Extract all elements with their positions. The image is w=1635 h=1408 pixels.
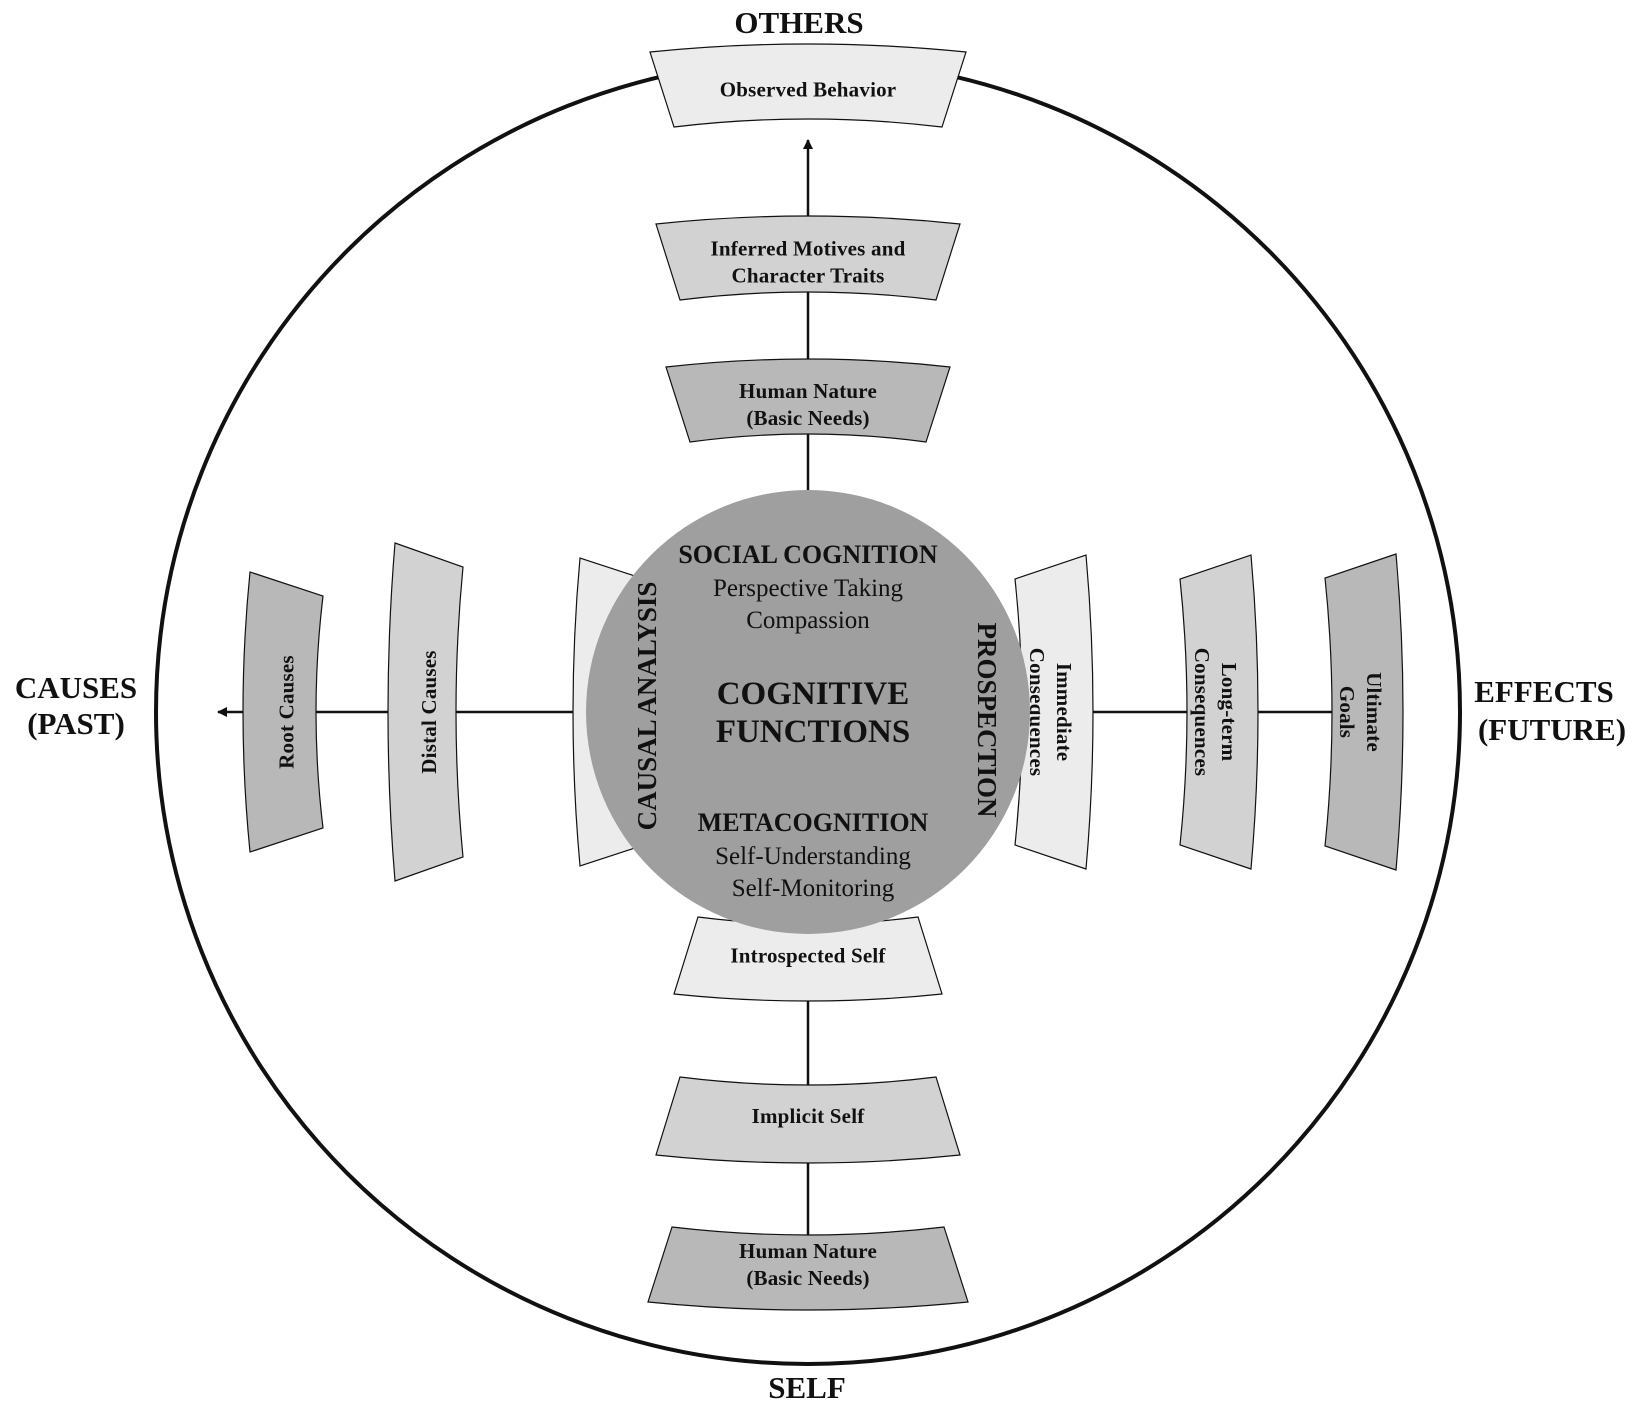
axis-label-others: OTHERS: [734, 5, 863, 40]
top-segment-0-shape: [665, 358, 951, 443]
metacognition-title: METACOGNITION: [698, 808, 929, 837]
left-segment-1-label-0: Distal Causes: [417, 650, 441, 773]
prospection-label: PROSPECTION: [972, 622, 1002, 818]
left-segment-2-shape: [242, 571, 324, 853]
axis-label-future: (FUTURE): [1478, 712, 1626, 747]
axis-label-causes: CAUSES: [15, 670, 137, 705]
left-segment-1-shape: [387, 542, 464, 882]
social-cognition-title: SOCIAL COGNITION: [678, 540, 938, 569]
core-circle: [586, 490, 1030, 934]
right-segment-1-shape: [1179, 554, 1259, 870]
segments-layer: Human Nature (Basic Needs) Inferred Motive…: [242, 43, 1404, 1311]
top-segment-1-shape: [655, 215, 961, 301]
axis-label-self: SELF: [768, 1370, 846, 1405]
bottom-segment-1: Implicit Self: [655, 1076, 961, 1164]
top-segment-2-shape: [649, 43, 967, 128]
bottom-segment-2-label-1: (Basic Needs): [746, 1266, 869, 1290]
left-segment-2-label-0: Root Causes: [275, 655, 299, 769]
bottom-segment-1-shape: [655, 1076, 961, 1164]
top-segment-0: Human Nature (Basic Needs): [665, 358, 951, 443]
center-core: SOCIAL COGNITION Perspective Taking Comp…: [586, 490, 1030, 934]
top-segment-2-label-0: Observed Behavior: [720, 78, 897, 102]
top-segment-1-label-1: Character Traits: [731, 264, 884, 288]
left-segment-1: Distal Causes: [387, 542, 464, 882]
right-segment-2-shape: [1324, 553, 1404, 871]
axis-label-past: (PAST): [27, 706, 125, 741]
axis-label-effects: EFFECTS: [1474, 674, 1614, 709]
right-segment-1-label-0: Long-term: [1217, 663, 1241, 762]
top-segment-1-label-0: Inferred Motives and: [711, 237, 906, 261]
meta-item-self-understanding: Self-Understanding: [715, 843, 911, 870]
top-segment-2: Observed Behavior: [649, 43, 967, 128]
social-item-compassion: Compassion: [746, 607, 870, 634]
bottom-segment-2-shape: [647, 1226, 969, 1311]
bottom-segment-2: Human Nature (Basic Needs): [647, 1226, 969, 1311]
top-segment-0-label-1: (Basic Needs): [746, 406, 869, 430]
bottom-segment-0-label-0: Introspected Self: [730, 944, 886, 968]
cognitive-functions-title-line1: COGNITIVE: [717, 676, 910, 712]
right-segment-0-label-0: Immediate: [1052, 663, 1076, 762]
left-segment-2: Root Causes: [242, 571, 324, 853]
social-item-perspective: Perspective Taking: [713, 575, 904, 602]
causal-analysis-label: CAUSAL ANALYSIS: [632, 582, 662, 831]
top-segment-0-label-0: Human Nature: [739, 379, 877, 403]
bottom-segment-2-label-0: Human Nature: [739, 1239, 877, 1263]
meta-item-self-monitoring: Self-Monitoring: [732, 875, 895, 902]
cognitive-functions-title-line2: FUNCTIONS: [716, 714, 910, 750]
right-segment-2-label-1: Goals: [1335, 686, 1359, 738]
right-segment-2-label-0: Ultimate: [1362, 672, 1386, 752]
right-segment-1-label-1: Consequences: [1190, 648, 1214, 776]
bottom-segment-1-label-0: Implicit Self: [752, 1104, 866, 1128]
